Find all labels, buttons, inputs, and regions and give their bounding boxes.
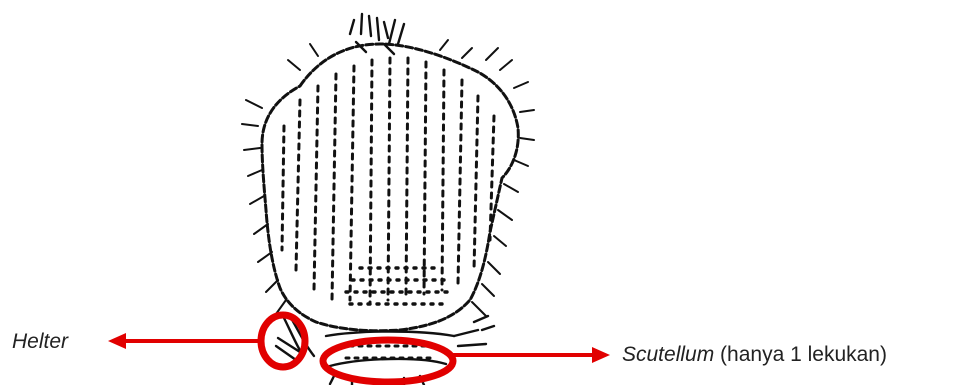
thorax-illustration	[242, 14, 534, 385]
scutellum-term: Scutellum	[622, 343, 714, 366]
lower-dots	[346, 268, 452, 304]
scutellum-note: (hanya 1 lekukan)	[714, 343, 887, 366]
scutellum-label: Scutellum (hanya 1 lekukan)	[622, 344, 887, 365]
lower-structures	[276, 316, 494, 385]
arrow-right-icon	[452, 347, 610, 363]
scutellum-dots	[346, 346, 436, 358]
top-bristles	[350, 14, 404, 54]
helter-label: Helter	[12, 331, 68, 352]
thorax-outline	[262, 44, 518, 331]
arrow-left-icon	[108, 333, 262, 349]
